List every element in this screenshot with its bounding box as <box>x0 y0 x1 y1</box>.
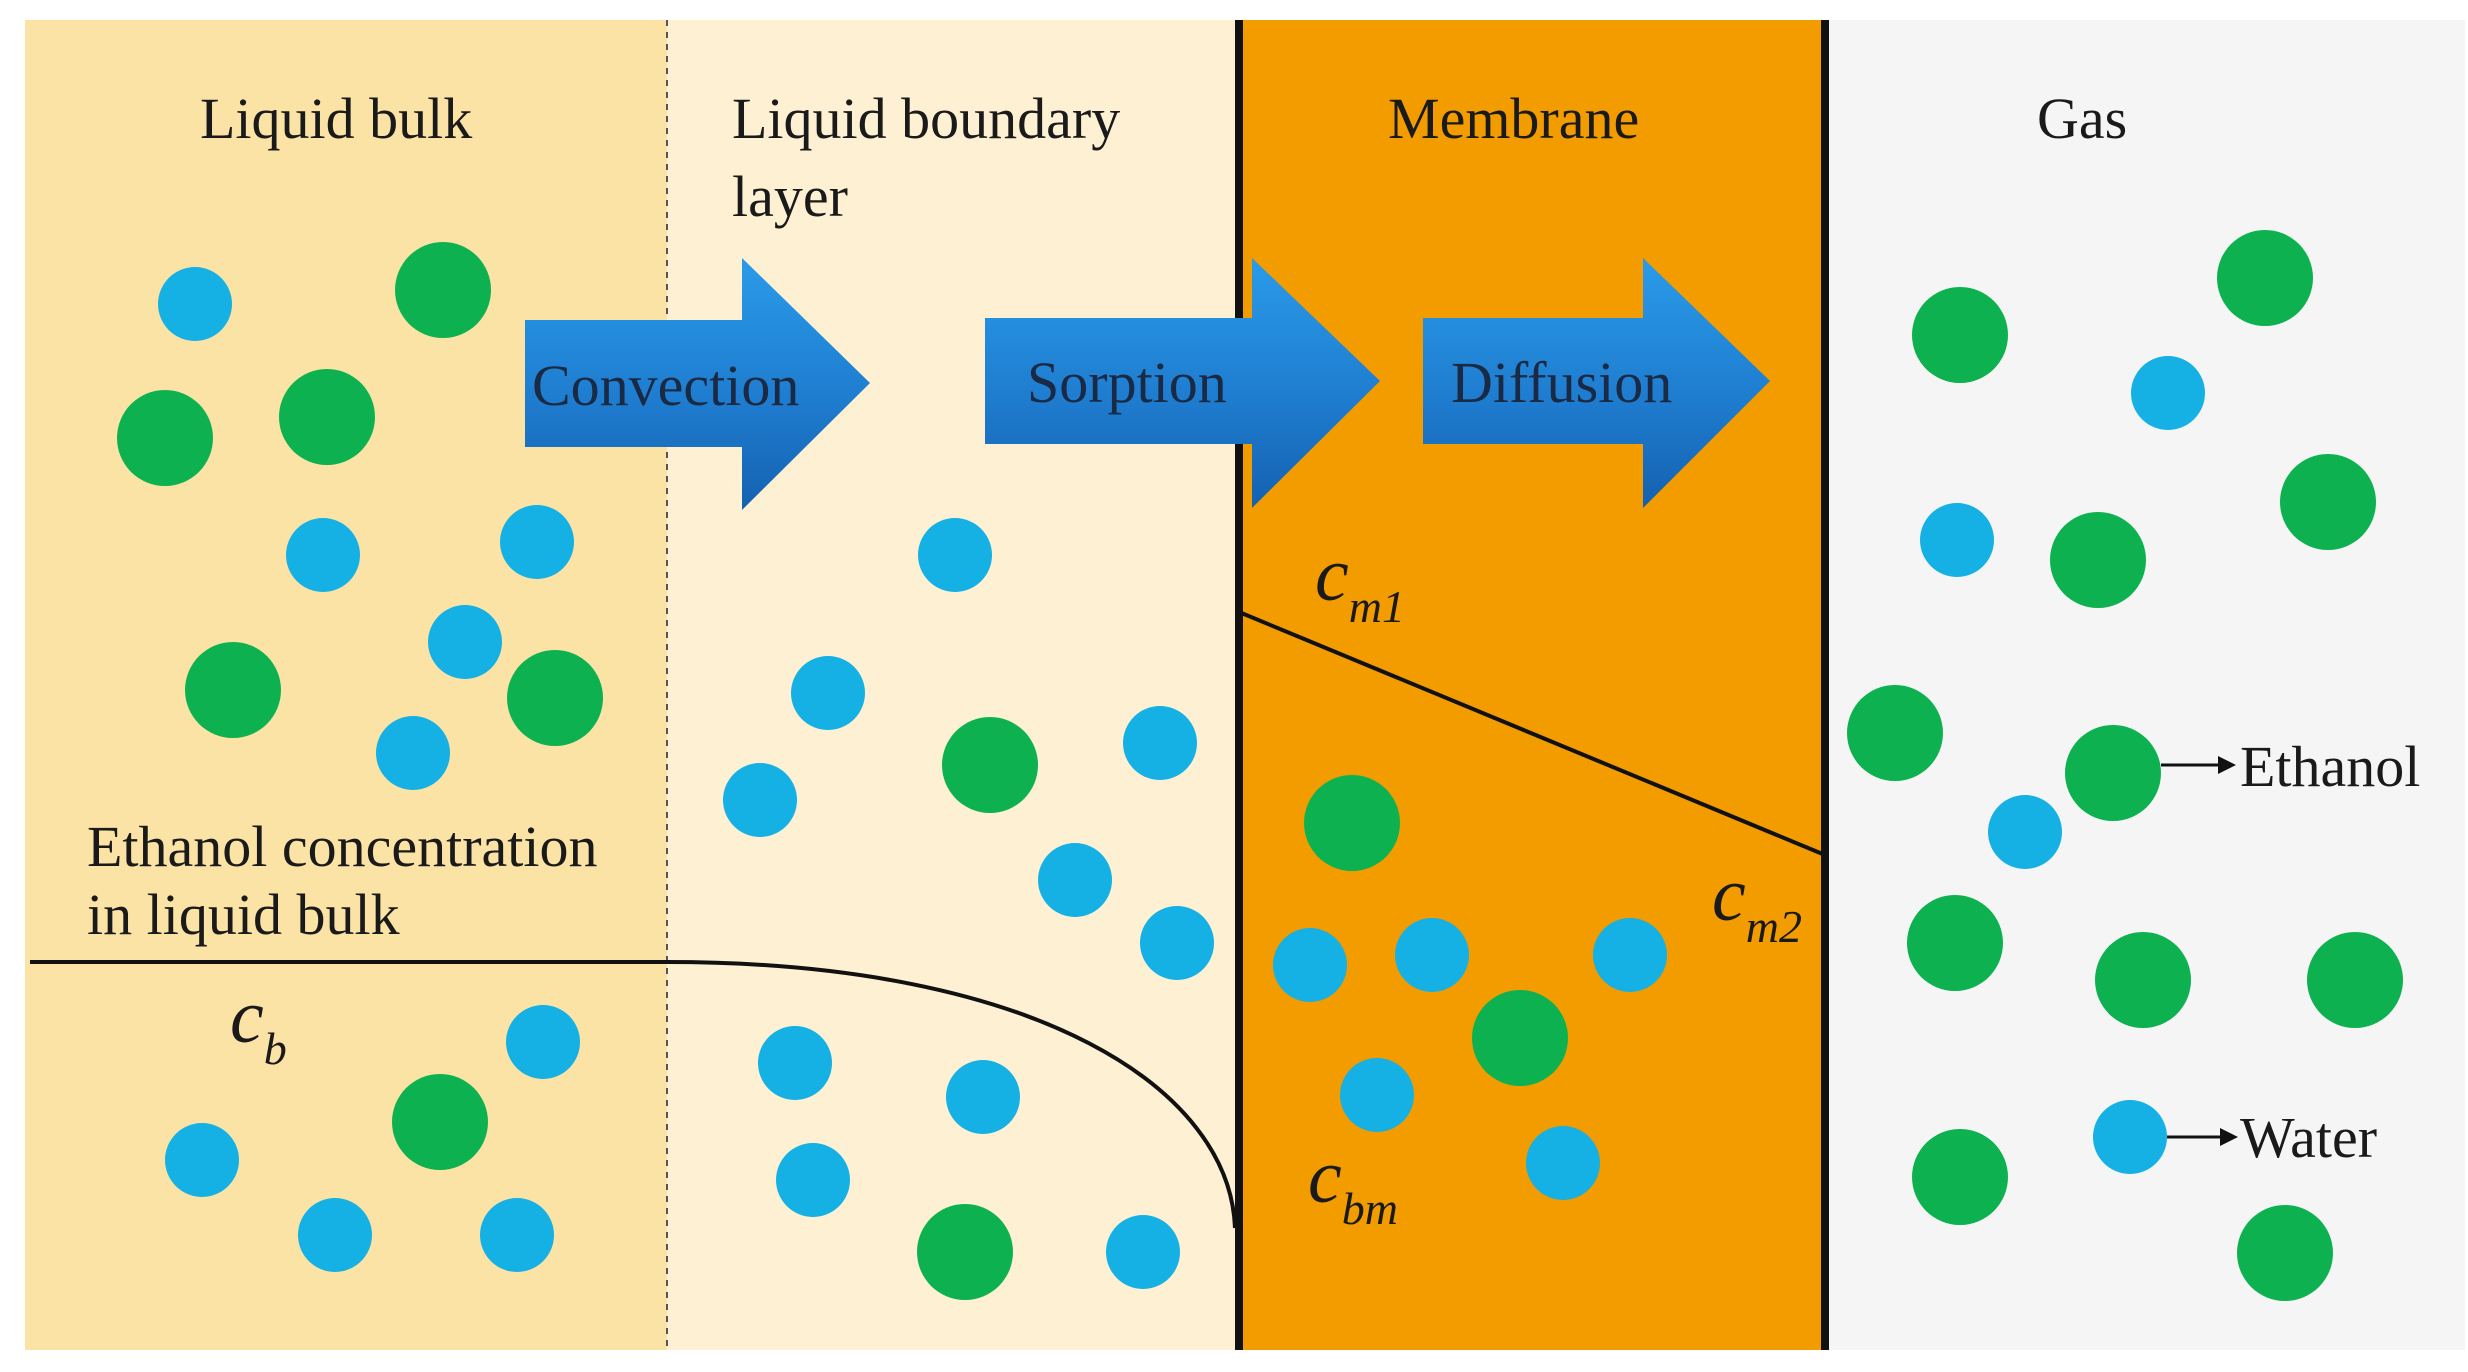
water-pointer-arrowhead <box>2220 1128 2238 1146</box>
cb-label: cb <box>230 975 287 1074</box>
water-molecule <box>500 505 574 579</box>
cm2-label: cm2 <box>1712 853 1802 952</box>
boundary-layer-molecules <box>723 518 1214 1300</box>
convection-label: Convection <box>532 353 799 418</box>
water-molecule <box>1526 1126 1600 1200</box>
ethanol-molecule <box>1912 1129 2008 1225</box>
water-molecule <box>723 763 797 837</box>
water-molecule <box>165 1123 239 1197</box>
water-molecule <box>2093 1100 2167 1174</box>
boundary-concentration-curve <box>666 960 1237 1229</box>
gas-molecules <box>1847 230 2403 1301</box>
ethanol-molecule <box>1907 895 2003 991</box>
water-molecule <box>1593 918 1667 992</box>
water-molecule <box>1988 795 2062 869</box>
water-molecule <box>1106 1215 1180 1289</box>
ethanol-molecule <box>1304 775 1400 871</box>
water-molecule <box>776 1143 850 1217</box>
ethanol-molecule <box>2307 932 2403 1028</box>
membrane-region <box>1239 20 1825 1350</box>
diffusion-arrow <box>1423 258 1770 508</box>
boundary-layer-title-line2: layer <box>732 164 848 229</box>
boundary-layer-region <box>667 20 1239 1350</box>
convection-arrow <box>525 258 870 510</box>
ethanol-molecule <box>1472 990 1568 1086</box>
water-molecule <box>376 716 450 790</box>
water-molecule <box>946 1060 1020 1134</box>
water-legend-label: Water <box>2240 1105 2377 1170</box>
cm1-label: cm1 <box>1315 533 1405 632</box>
liquid-bulk-title: Liquid bulk <box>200 86 472 151</box>
water-molecule <box>1140 906 1214 980</box>
sorption-label: Sorption <box>1027 350 1227 415</box>
water-molecule <box>758 1026 832 1100</box>
water-molecule <box>1123 706 1197 780</box>
ethanol-molecule <box>2217 230 2313 326</box>
ethanol-molecule <box>2280 454 2376 550</box>
water-molecule <box>1920 503 1994 577</box>
boundary-layer-title-line1: Liquid boundary <box>732 86 1120 151</box>
membrane-molecules <box>1273 775 1667 1200</box>
ethanol-molecule <box>2050 512 2146 608</box>
ethanol-molecule <box>2065 725 2161 821</box>
cbm-label: cbm <box>1308 1135 1398 1234</box>
liquid-bulk-molecules <box>117 242 603 1272</box>
water-molecule <box>1340 1058 1414 1132</box>
water-molecule <box>506 1005 580 1079</box>
water-molecule <box>2131 356 2205 430</box>
ethanol-molecule <box>185 642 281 738</box>
water-molecule <box>298 1198 372 1272</box>
water-molecule <box>791 656 865 730</box>
bulk-note-line1: Ethanol concentration <box>87 814 598 879</box>
sorption-arrow <box>985 258 1380 508</box>
ethanol-molecule <box>1912 287 2008 383</box>
water-molecule <box>480 1198 554 1272</box>
ethanol-molecule <box>2095 932 2191 1028</box>
ethanol-molecule <box>2237 1205 2333 1301</box>
ethanol-molecule <box>942 717 1038 813</box>
membrane-title: Membrane <box>1388 86 1639 151</box>
ethanol-molecule <box>279 369 375 465</box>
ethanol-molecule <box>117 390 213 486</box>
water-molecule <box>286 518 360 592</box>
water-molecule <box>1038 843 1112 917</box>
membrane-concentration-line <box>1238 610 1826 857</box>
gas-title: Gas <box>2037 86 2127 151</box>
water-molecule <box>1395 918 1469 992</box>
ethanol-molecule <box>395 242 491 338</box>
bulk-note-line2: in liquid bulk <box>87 882 400 947</box>
ethanol-molecule <box>392 1074 488 1170</box>
ethanol-pointer-arrowhead <box>2218 756 2236 774</box>
water-molecule <box>918 518 992 592</box>
water-molecule <box>1273 928 1347 1002</box>
water-molecule <box>428 605 502 679</box>
water-molecule <box>158 267 232 341</box>
ethanol-legend-label: Ethanol <box>2240 734 2420 799</box>
ethanol-molecule <box>1847 685 1943 781</box>
ethanol-molecule <box>507 650 603 746</box>
diffusion-label: Diffusion <box>1451 350 1672 415</box>
ethanol-molecule <box>917 1204 1013 1300</box>
